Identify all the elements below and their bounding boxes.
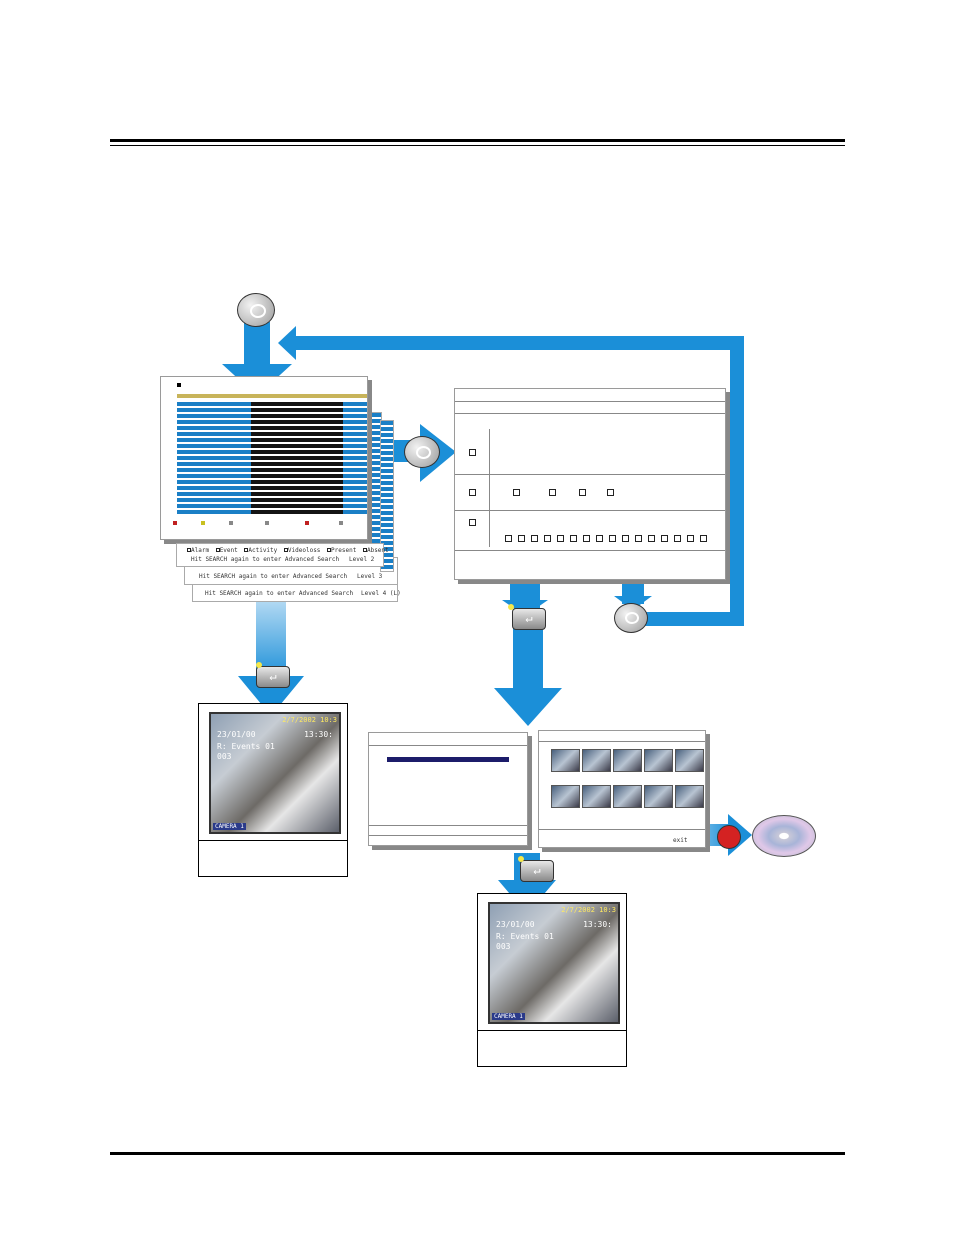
camera-checkbox[interactable] xyxy=(700,535,707,542)
option-checkbox-1[interactable] xyxy=(469,449,476,456)
legend-activity: Activity xyxy=(248,547,278,554)
thumbnail[interactable] xyxy=(551,785,580,808)
playback-monitor-bottom: 2/7/2002 10:3 23/01/00 13:30: R: Events … xyxy=(477,893,627,1067)
camera-checkbox[interactable] xyxy=(674,535,681,542)
stacked-screen-edges xyxy=(360,412,396,572)
exit-tag: exit xyxy=(673,837,688,844)
type-checkbox-1[interactable] xyxy=(513,489,520,496)
camera-checkbox[interactable] xyxy=(531,535,538,542)
legend-alarm: Alarm xyxy=(191,547,210,554)
camera-checkbox[interactable] xyxy=(622,535,629,542)
key-led-icon xyxy=(256,662,262,668)
camera-checkbox[interactable] xyxy=(648,535,655,542)
option-checkbox-2[interactable] xyxy=(469,489,476,496)
arrow-to-playback-left xyxy=(238,598,304,716)
type-checkbox-2[interactable] xyxy=(549,489,556,496)
osd-line2: R: Events 01 xyxy=(217,742,275,751)
legend-absent: Absent xyxy=(366,547,389,554)
timeline-legend-dots xyxy=(171,521,361,527)
highlight-row xyxy=(177,394,367,398)
event-list-screen xyxy=(368,732,528,846)
cd-disc-icon xyxy=(752,815,816,857)
thumbnail-row-2 xyxy=(551,785,704,808)
osd-time: 13:30: xyxy=(583,920,612,929)
cursor-marker xyxy=(177,383,181,387)
key-led-icon xyxy=(508,604,514,610)
thumbnail[interactable] xyxy=(613,785,642,808)
camera-checkbox[interactable] xyxy=(609,535,616,542)
level-3-prompt: Hit SEARCH again to enter Advanced Searc… xyxy=(199,573,348,580)
camera-checkbox[interactable] xyxy=(570,535,577,542)
level-4-label: Level 4 (L) xyxy=(361,590,401,597)
osd-date: 23/01/00 xyxy=(496,920,535,929)
search-key-icon[interactable] xyxy=(237,293,275,327)
timeline-rows-blue-left xyxy=(177,402,251,514)
arrow-to-results xyxy=(494,625,562,726)
type-checkbox-3[interactable] xyxy=(579,489,586,496)
osd-time: 13:30: xyxy=(304,730,333,739)
thumbnail-row-1 xyxy=(551,749,704,772)
record-button-icon[interactable] xyxy=(717,825,741,849)
search-timeline-screen xyxy=(160,376,368,540)
legend-videoloss: Videoloss xyxy=(287,547,321,554)
camera-checkbox-row xyxy=(505,535,715,543)
camera-checkbox[interactable] xyxy=(518,535,525,542)
advanced-search-menu-screen xyxy=(454,388,726,580)
level-2-label: Level 2 xyxy=(349,556,375,563)
legend-items: Alarm Event Activity Videoloss Present A… xyxy=(187,547,389,554)
selected-event-row[interactable] xyxy=(387,757,509,762)
camera-checkbox[interactable] xyxy=(661,535,668,542)
osd-line2: R: Events 01 xyxy=(496,932,554,941)
thumbnail[interactable] xyxy=(644,785,673,808)
camera-checkbox[interactable] xyxy=(557,535,564,542)
thumbnail[interactable] xyxy=(675,785,704,808)
thumbnail[interactable] xyxy=(675,749,704,772)
key-led-icon xyxy=(518,856,524,862)
thumbnail[interactable] xyxy=(582,749,611,772)
option-checkbox-3[interactable] xyxy=(469,519,476,526)
level-4-prompt: Hit SEARCH again to enter Advanced Searc… xyxy=(205,590,354,597)
legend-present: Present xyxy=(331,547,357,554)
osd-camera: CAMERA 1 xyxy=(213,823,246,830)
camera-checkbox[interactable] xyxy=(583,535,590,542)
camera-image: 2/7/2002 10:3 23/01/00 13:30: R: Events … xyxy=(488,902,620,1024)
osd-line3: 003 xyxy=(217,752,232,761)
camera-checkbox[interactable] xyxy=(544,535,551,542)
header-rule xyxy=(110,139,845,142)
thumbnail[interactable] xyxy=(582,785,611,808)
camera-checkbox[interactable] xyxy=(687,535,694,542)
level-3-label: Level 3 xyxy=(357,573,383,580)
thumbnail[interactable] xyxy=(551,749,580,772)
header-rule-thin xyxy=(110,145,845,146)
camera-image: 2/7/2002 10:3 23/01/00 13:30: R: Events … xyxy=(209,712,341,834)
enter-key-icon[interactable]: ↵ xyxy=(256,666,290,688)
thumbnail-screen: exit xyxy=(538,730,706,848)
camera-checkbox[interactable] xyxy=(596,535,603,542)
osd-line3: 003 xyxy=(496,942,511,951)
thumbnail[interactable] xyxy=(644,749,673,772)
osd-camera: CAMERA 1 xyxy=(492,1013,525,1020)
level-2-prompt: Hit SEARCH again to enter Advanced Searc… xyxy=(191,556,340,563)
search-legend-bar: Alarm Event Activity Videoloss Present A… xyxy=(176,543,389,567)
search-key-icon[interactable] xyxy=(404,436,440,468)
search-key-icon[interactable] xyxy=(614,603,648,633)
thumbnail[interactable] xyxy=(613,749,642,772)
osd-date: 23/01/00 xyxy=(217,730,256,739)
type-checkbox-4[interactable] xyxy=(607,489,614,496)
camera-checkbox[interactable] xyxy=(635,535,642,542)
osd-timestamp: 2/7/2002 10:3 xyxy=(561,906,616,914)
enter-key-icon[interactable]: ↵ xyxy=(512,608,546,630)
legend-event: Event xyxy=(219,547,238,554)
arrow-return-loop xyxy=(278,326,744,626)
enter-key-icon[interactable]: ↵ xyxy=(520,860,554,882)
timeline-rows-blue-right xyxy=(343,402,367,514)
osd-timestamp: 2/7/2002 10:3 xyxy=(282,716,337,724)
camera-checkbox[interactable] xyxy=(505,535,512,542)
timeline-rows-black xyxy=(251,402,343,514)
playback-monitor-left: 2/7/2002 10:3 23/01/00 13:30: R: Events … xyxy=(198,703,348,877)
footer-rule xyxy=(110,1152,845,1155)
